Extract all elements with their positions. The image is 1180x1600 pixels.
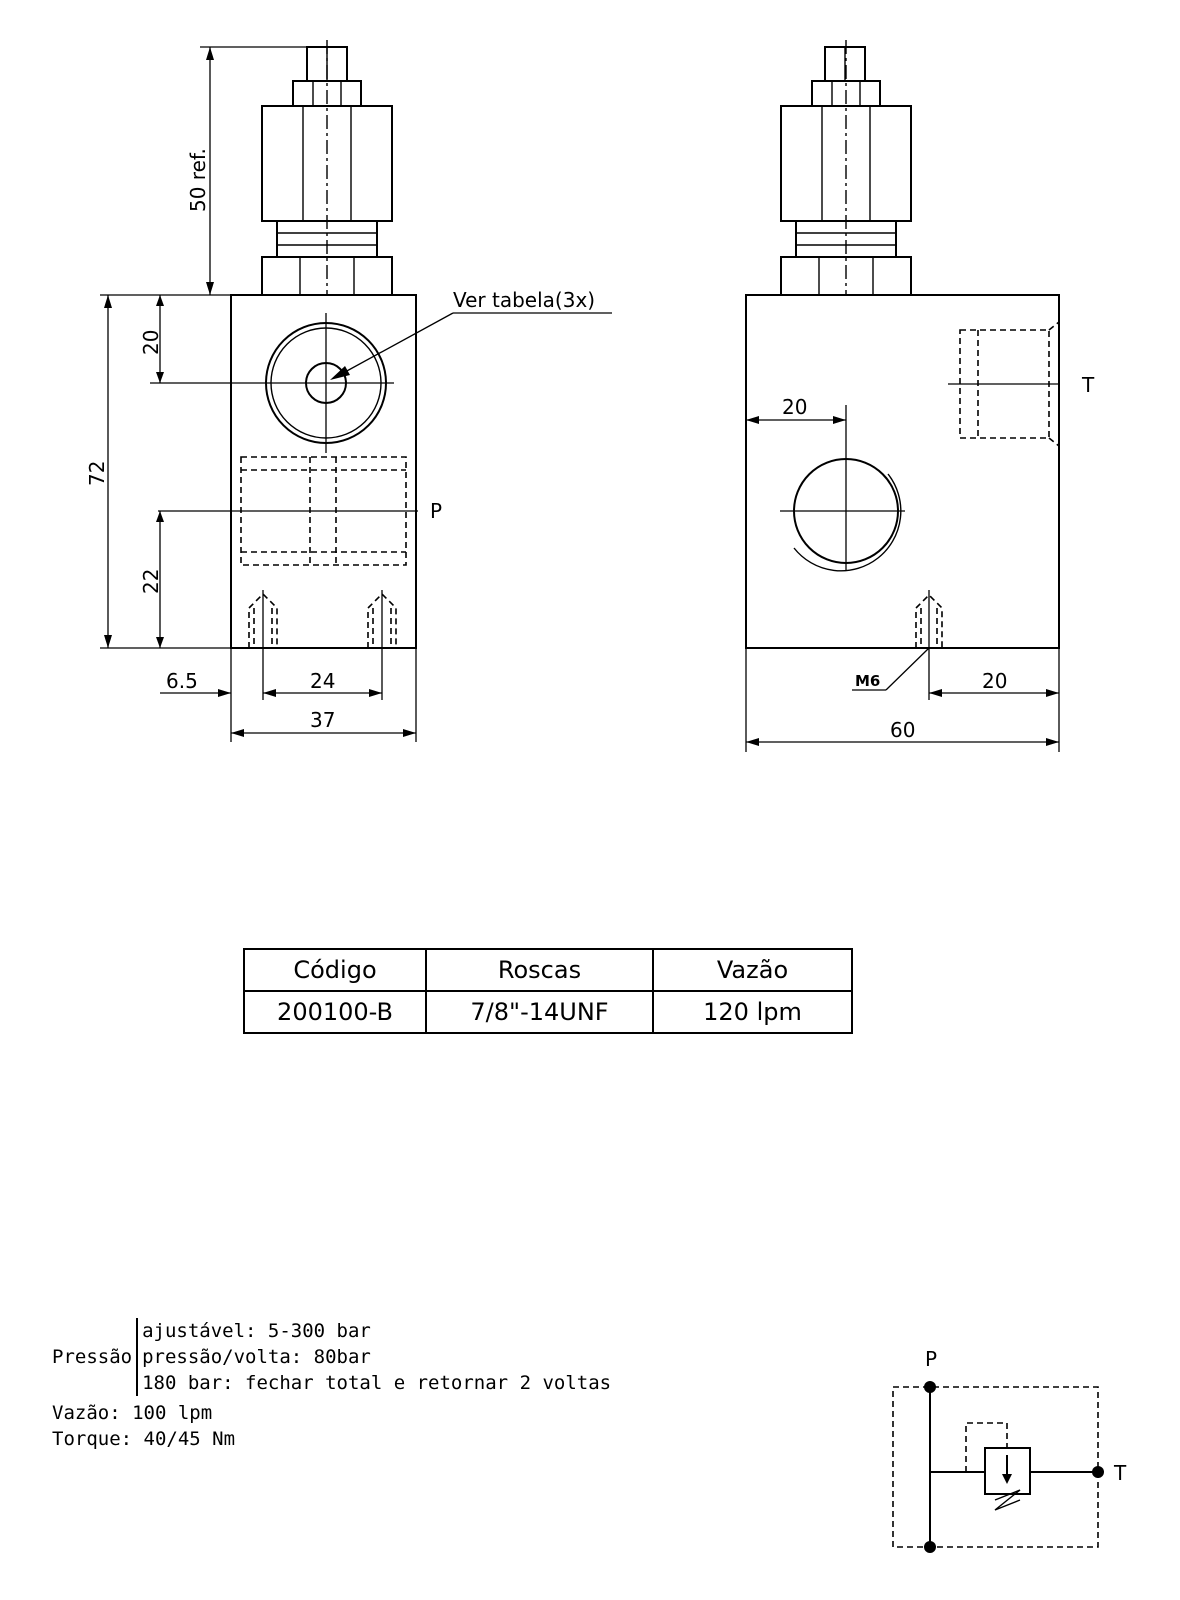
flow-note: Vazão: 100 lpm — [52, 1402, 213, 1424]
header-codigo: Código — [243, 948, 427, 992]
dim-72: 72 — [85, 461, 109, 486]
cell-vazao: 120 lpm — [652, 990, 853, 1034]
dim-m6: M6 — [855, 672, 880, 690]
header-roscas: Roscas — [425, 948, 654, 992]
dim-37: 37 — [310, 708, 335, 732]
front-view: 50 ref. 72 20 22 6.5 24 37 — [85, 40, 612, 742]
spec-table: Código Roscas Vazão 200100-B 7/8"-14UNF … — [243, 948, 853, 1034]
side-view: T 20 M6 20 60 — [745, 40, 1095, 752]
port-label-t: T — [1081, 373, 1095, 397]
symbol-port-t: T — [1113, 1461, 1127, 1485]
table-row: 200100-B 7/8"-14UNF 120 lpm — [243, 990, 853, 1034]
symbol-port-p: P — [925, 1347, 937, 1371]
callout-ver-tabela: Ver tabela(3x) — [453, 288, 595, 312]
dim-60: 60 — [890, 718, 915, 742]
dim-22-bottom: 22 — [139, 569, 163, 594]
dim-20-top: 20 — [139, 330, 163, 355]
pressure-item: ajustável: 5-300 bar — [142, 1320, 371, 1342]
pressure-items: ajustável: 5-300 bar pressão/volta: 80ba… — [136, 1318, 611, 1396]
torque-note: Torque: 40/45 Nm — [52, 1428, 236, 1450]
port-label-p: P — [430, 499, 442, 523]
table-header-row: Código Roscas Vazão — [243, 948, 853, 992]
pressure-item: pressão/volta: 80bar — [142, 1346, 371, 1368]
pressure-label: Pressão — [52, 1346, 133, 1368]
header-vazao: Vazão — [652, 948, 853, 992]
dim-20-side: 20 — [782, 395, 807, 419]
spec-notes: Pressão ajustável: 5-300 bar pressão/vol… — [52, 1318, 611, 1452]
dim-50-ref: 50 ref. — [186, 148, 210, 212]
dim-24: 24 — [310, 669, 335, 693]
dim-6-5: 6.5 — [166, 669, 198, 693]
pressure-item: 180 bar: fechar total e retornar 2 volta… — [142, 1372, 612, 1394]
hydraulic-symbol: P T — [892, 1347, 1127, 1553]
dim-20-right: 20 — [982, 669, 1007, 693]
cell-codigo: 200100-B — [243, 990, 427, 1034]
cell-roscas: 7/8"-14UNF — [425, 990, 654, 1034]
pressure-block: Pressão ajustável: 5-300 bar pressão/vol… — [52, 1318, 611, 1396]
